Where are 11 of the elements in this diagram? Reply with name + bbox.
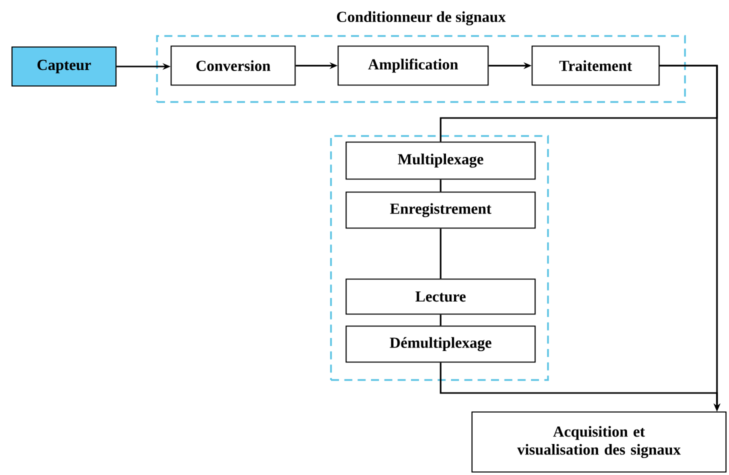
sensor-box: Capteur bbox=[11, 46, 117, 87]
process-box: Enregistrement bbox=[346, 192, 536, 229]
dashed-group-box bbox=[330, 135, 549, 381]
process-box: Amplification bbox=[338, 46, 489, 86]
process-box: Lecture bbox=[346, 278, 536, 315]
process-box: Traitement bbox=[532, 46, 660, 86]
process-box: Acquisition et visualisation des signaux bbox=[471, 411, 727, 473]
group-title: Conditionneur de signaux bbox=[336, 11, 506, 26]
process-box: Démultiplexage bbox=[346, 326, 536, 363]
process-box: Conversion bbox=[170, 46, 296, 86]
process-box: Multiplexage bbox=[346, 142, 536, 180]
